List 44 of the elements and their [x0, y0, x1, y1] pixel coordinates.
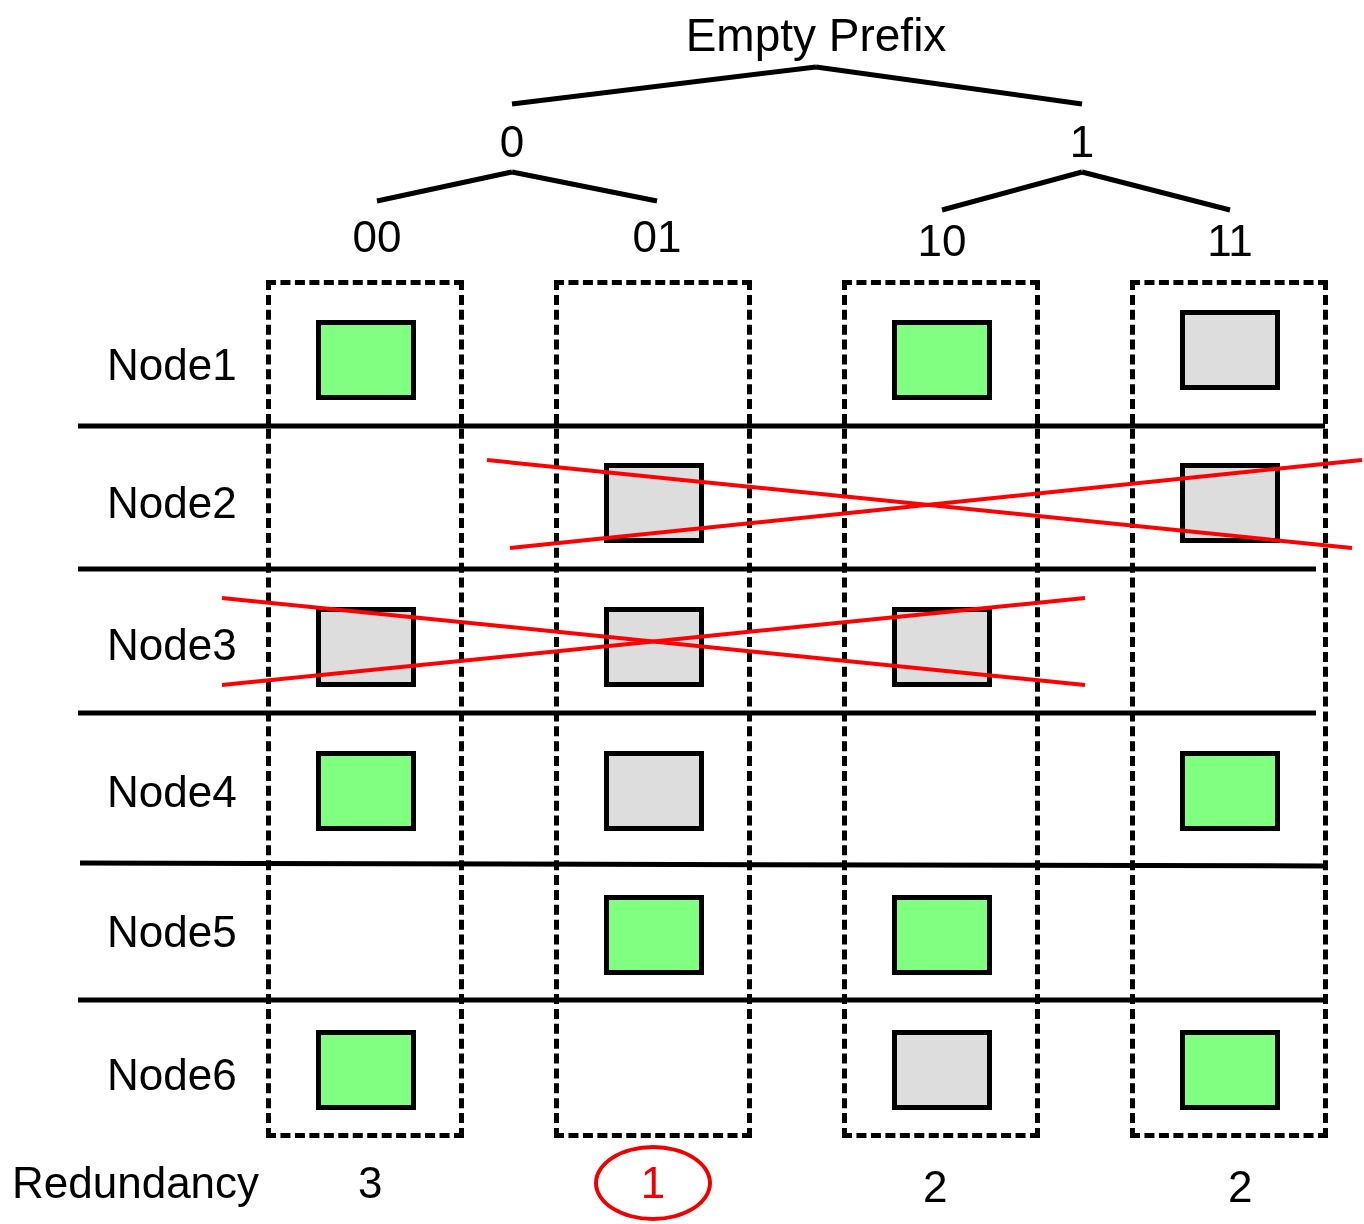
- tree-branch-line: [1081, 169, 1231, 213]
- prefix-label: 1: [1069, 116, 1095, 164]
- highlight-ellipse: [594, 1145, 712, 1221]
- replica-block: [892, 1030, 992, 1110]
- tree-branch-line: [941, 169, 1083, 213]
- replica-block: [316, 607, 416, 687]
- tree-branch-line: [815, 64, 1083, 107]
- row-label: Node5: [107, 910, 237, 954]
- redundancy-value: 2: [923, 1165, 948, 1209]
- tree-branch-line: [511, 169, 658, 204]
- replica-block: [316, 320, 416, 400]
- prefix-group-frame: [266, 280, 464, 1138]
- tree-branch-line: [511, 64, 817, 107]
- replica-block: [604, 607, 704, 687]
- row-label: Node6: [107, 1053, 237, 1097]
- replica-block: [892, 895, 992, 975]
- prefix-label: 0: [499, 116, 525, 164]
- redundancy-value: 3: [358, 1161, 383, 1205]
- prefix-label: 10: [917, 215, 967, 263]
- row-label: Node1: [107, 343, 237, 387]
- prefix-group-frame: [554, 280, 752, 1138]
- replica-block: [1180, 310, 1280, 390]
- row-label: Redundancy: [12, 1161, 260, 1205]
- replica-block: [892, 320, 992, 400]
- replica-block: [316, 1030, 416, 1110]
- prefix-group-frame: [1130, 280, 1328, 1138]
- redundancy-value: 2: [1228, 1165, 1253, 1209]
- row-label: Node4: [107, 770, 237, 814]
- replica-block: [892, 607, 992, 687]
- tree-branch-line: [376, 169, 513, 204]
- redundancy-value: 1: [640, 1161, 666, 1205]
- prefix-label: 11: [1207, 215, 1253, 263]
- prefix-group-frame: [842, 280, 1040, 1138]
- replica-block: [604, 895, 704, 975]
- replica-block: [604, 463, 704, 543]
- replica-block: [1180, 751, 1280, 831]
- row-label: Node3: [107, 623, 237, 667]
- prefix-label: 01: [632, 211, 682, 259]
- replica-block: [1180, 1030, 1280, 1110]
- replica-block: [604, 751, 704, 831]
- replica-block: [316, 751, 416, 831]
- prefix-label: 00: [352, 211, 402, 259]
- replica-block: [1180, 463, 1280, 543]
- row-label: Node2: [107, 481, 237, 525]
